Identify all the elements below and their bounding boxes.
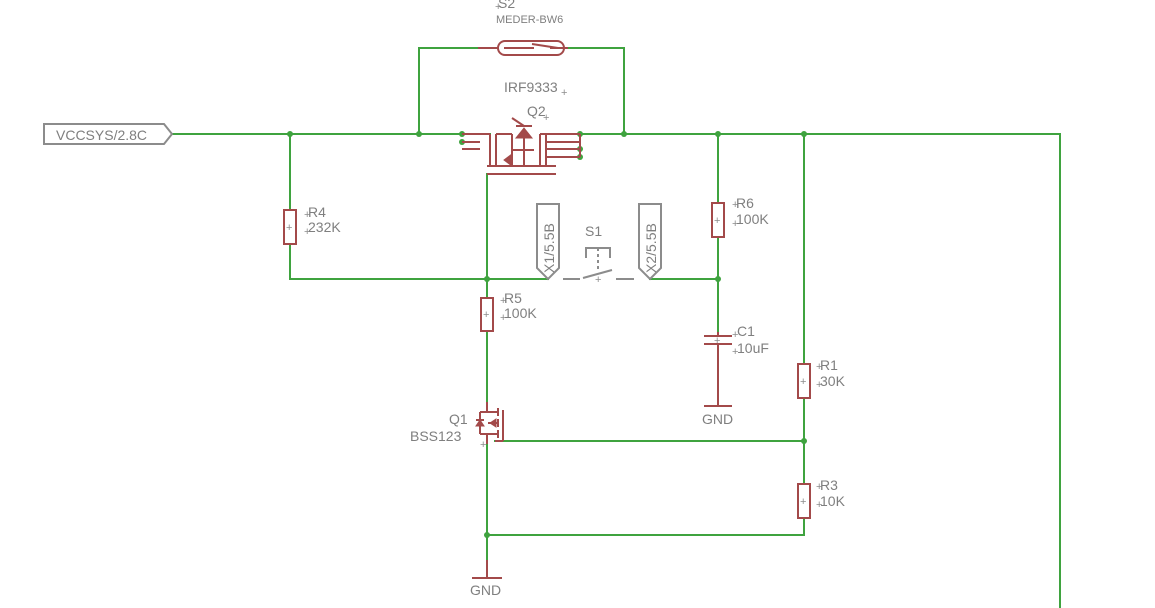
wire-r4-bottom xyxy=(289,243,549,280)
svg-text:+: + xyxy=(304,226,310,238)
q2-value: IRF9333 xyxy=(504,79,558,95)
s2-name: S2 xyxy=(498,0,515,11)
junction-r1-top xyxy=(801,131,807,137)
r6-resistor: + + R6 + 100K xyxy=(711,195,769,238)
svg-text:+: + xyxy=(495,1,501,13)
net-label-vcc: VCCSYS/2.8C xyxy=(43,123,174,145)
r5-name: R5 xyxy=(504,290,522,306)
x1-frame xyxy=(536,203,560,281)
svg-text:+: + xyxy=(543,112,549,124)
r1-body xyxy=(797,363,811,399)
wire-r3-bottom xyxy=(486,517,805,536)
r3-name: R3 xyxy=(820,477,838,493)
x1-connector: X1/5.5B xyxy=(536,203,560,281)
svg-text:+: + xyxy=(500,312,506,324)
r3-value: 10K xyxy=(820,493,846,509)
c1-value: 10uF xyxy=(737,340,769,356)
q2-name: Q2 xyxy=(527,103,546,119)
s1-name: S1 xyxy=(585,223,602,239)
svg-text:+: + xyxy=(714,335,720,347)
svg-text:+: + xyxy=(816,361,822,373)
x2-connector: X2/5.5B xyxy=(638,203,662,281)
r4-body xyxy=(283,209,297,245)
svg-text:+: + xyxy=(480,439,486,451)
r5-resistor: + + R5 + 100K xyxy=(480,290,537,332)
q1-mosfet: Q1 BSS123 + xyxy=(410,402,504,451)
r4-name: R4 xyxy=(308,204,326,220)
net-label-frame xyxy=(43,123,174,145)
q2-mosfet: IRF9333 + Q2 + xyxy=(462,79,581,175)
svg-text:+: + xyxy=(561,87,567,99)
junction-r1-r3 xyxy=(801,438,807,444)
wires xyxy=(171,47,1061,608)
r4-resistor: + + R4 + 232K xyxy=(283,204,341,245)
svg-text:+: + xyxy=(816,499,822,511)
svg-text:+: + xyxy=(732,329,738,341)
net-label-text: VCCSYS/2.8C xyxy=(56,127,147,143)
svg-text:+: + xyxy=(483,309,489,321)
junction-s2-left xyxy=(416,131,422,137)
junction-r4-top xyxy=(287,131,293,137)
junctions xyxy=(287,131,807,538)
svg-text:+: + xyxy=(732,346,738,358)
junction-gate-node xyxy=(484,276,490,282)
svg-text:+: + xyxy=(714,215,720,227)
svg-text:+: + xyxy=(595,274,601,286)
s1-switch: S1 + xyxy=(563,223,634,286)
q1-name: Q1 xyxy=(449,411,468,427)
svg-text:+: + xyxy=(500,295,506,307)
x2-name: X2/5.5B xyxy=(643,223,659,273)
r6-name: R6 xyxy=(736,195,754,211)
gnd-label-bottom: GND xyxy=(470,582,501,598)
junction-s2-right xyxy=(621,131,627,137)
q1-value: BSS123 xyxy=(410,428,462,444)
r4-value: 232K xyxy=(308,219,341,235)
junction-gnd-bus xyxy=(484,532,490,538)
svg-text:+: + xyxy=(816,481,822,493)
svg-text:+: + xyxy=(732,199,738,211)
x1-name: X1/5.5B xyxy=(541,223,557,273)
gnd-symbol-bottom: GND xyxy=(470,560,502,598)
r5-value: 100K xyxy=(504,305,537,321)
wire-s2-left xyxy=(418,47,479,135)
r3-body xyxy=(797,483,811,519)
svg-text:+: + xyxy=(286,222,292,234)
svg-text:+: + xyxy=(816,379,822,391)
c1-gnd-label: GND xyxy=(702,411,733,427)
c1-name: C1 xyxy=(737,323,755,339)
svg-text:+: + xyxy=(732,218,738,230)
x2-frame xyxy=(638,203,662,281)
s2-body xyxy=(497,40,565,56)
r1-value: 30K xyxy=(820,373,846,389)
r3-resistor: + + R3 + 10K xyxy=(797,477,846,519)
r6-value: 100K xyxy=(736,211,769,227)
junction-r6-top xyxy=(715,131,721,137)
svg-text:+: + xyxy=(304,209,310,221)
r6-body xyxy=(711,202,725,238)
r1-resistor: + + R1 + 30K xyxy=(797,357,846,399)
c1-capacitor: + + C1 + 10uF GND xyxy=(702,323,769,427)
s2-value: MEDER-BW6 xyxy=(496,14,563,26)
junction-c1-node xyxy=(715,276,721,282)
wire-s2-right xyxy=(567,47,625,135)
s2-reed-switch: + S2 MEDER-BW6 xyxy=(478,0,568,56)
r1-name: R1 xyxy=(820,357,838,373)
r5-body xyxy=(480,297,494,332)
svg-text:+: + xyxy=(800,376,806,388)
svg-text:+: + xyxy=(800,496,806,508)
